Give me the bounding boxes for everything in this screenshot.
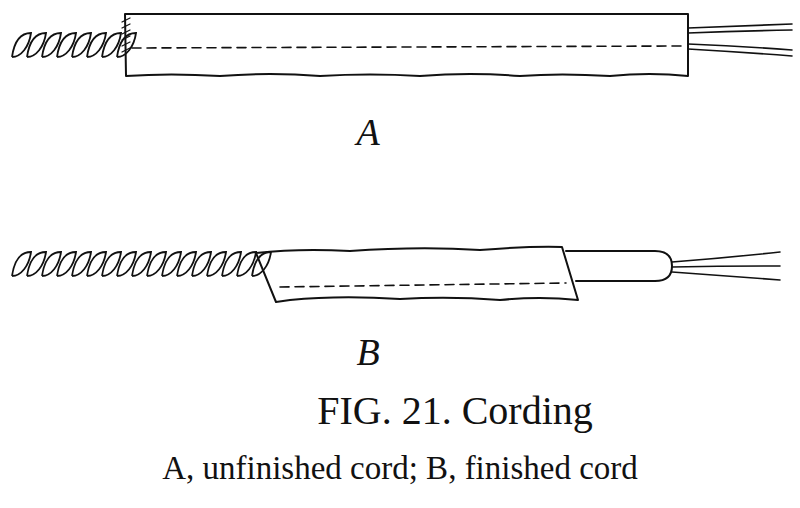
stitch-line [132, 46, 684, 48]
stitch-line [280, 283, 566, 287]
rope-strand [252, 252, 271, 276]
wrapped-fabric [256, 247, 578, 302]
rope-strand [117, 33, 136, 57]
figure-caption: FIG. 21. Cording [317, 387, 593, 434]
cord-ends [672, 252, 780, 280]
figure-letter: B [356, 330, 379, 374]
figure-letter: A [356, 110, 379, 154]
caption-legend: A, unfinished cord; B, finished cord [162, 450, 638, 487]
cord-ends [688, 24, 792, 56]
fabric-strip [125, 14, 688, 76]
twisted-rope [12, 33, 271, 276]
covered-cord [566, 251, 672, 281]
